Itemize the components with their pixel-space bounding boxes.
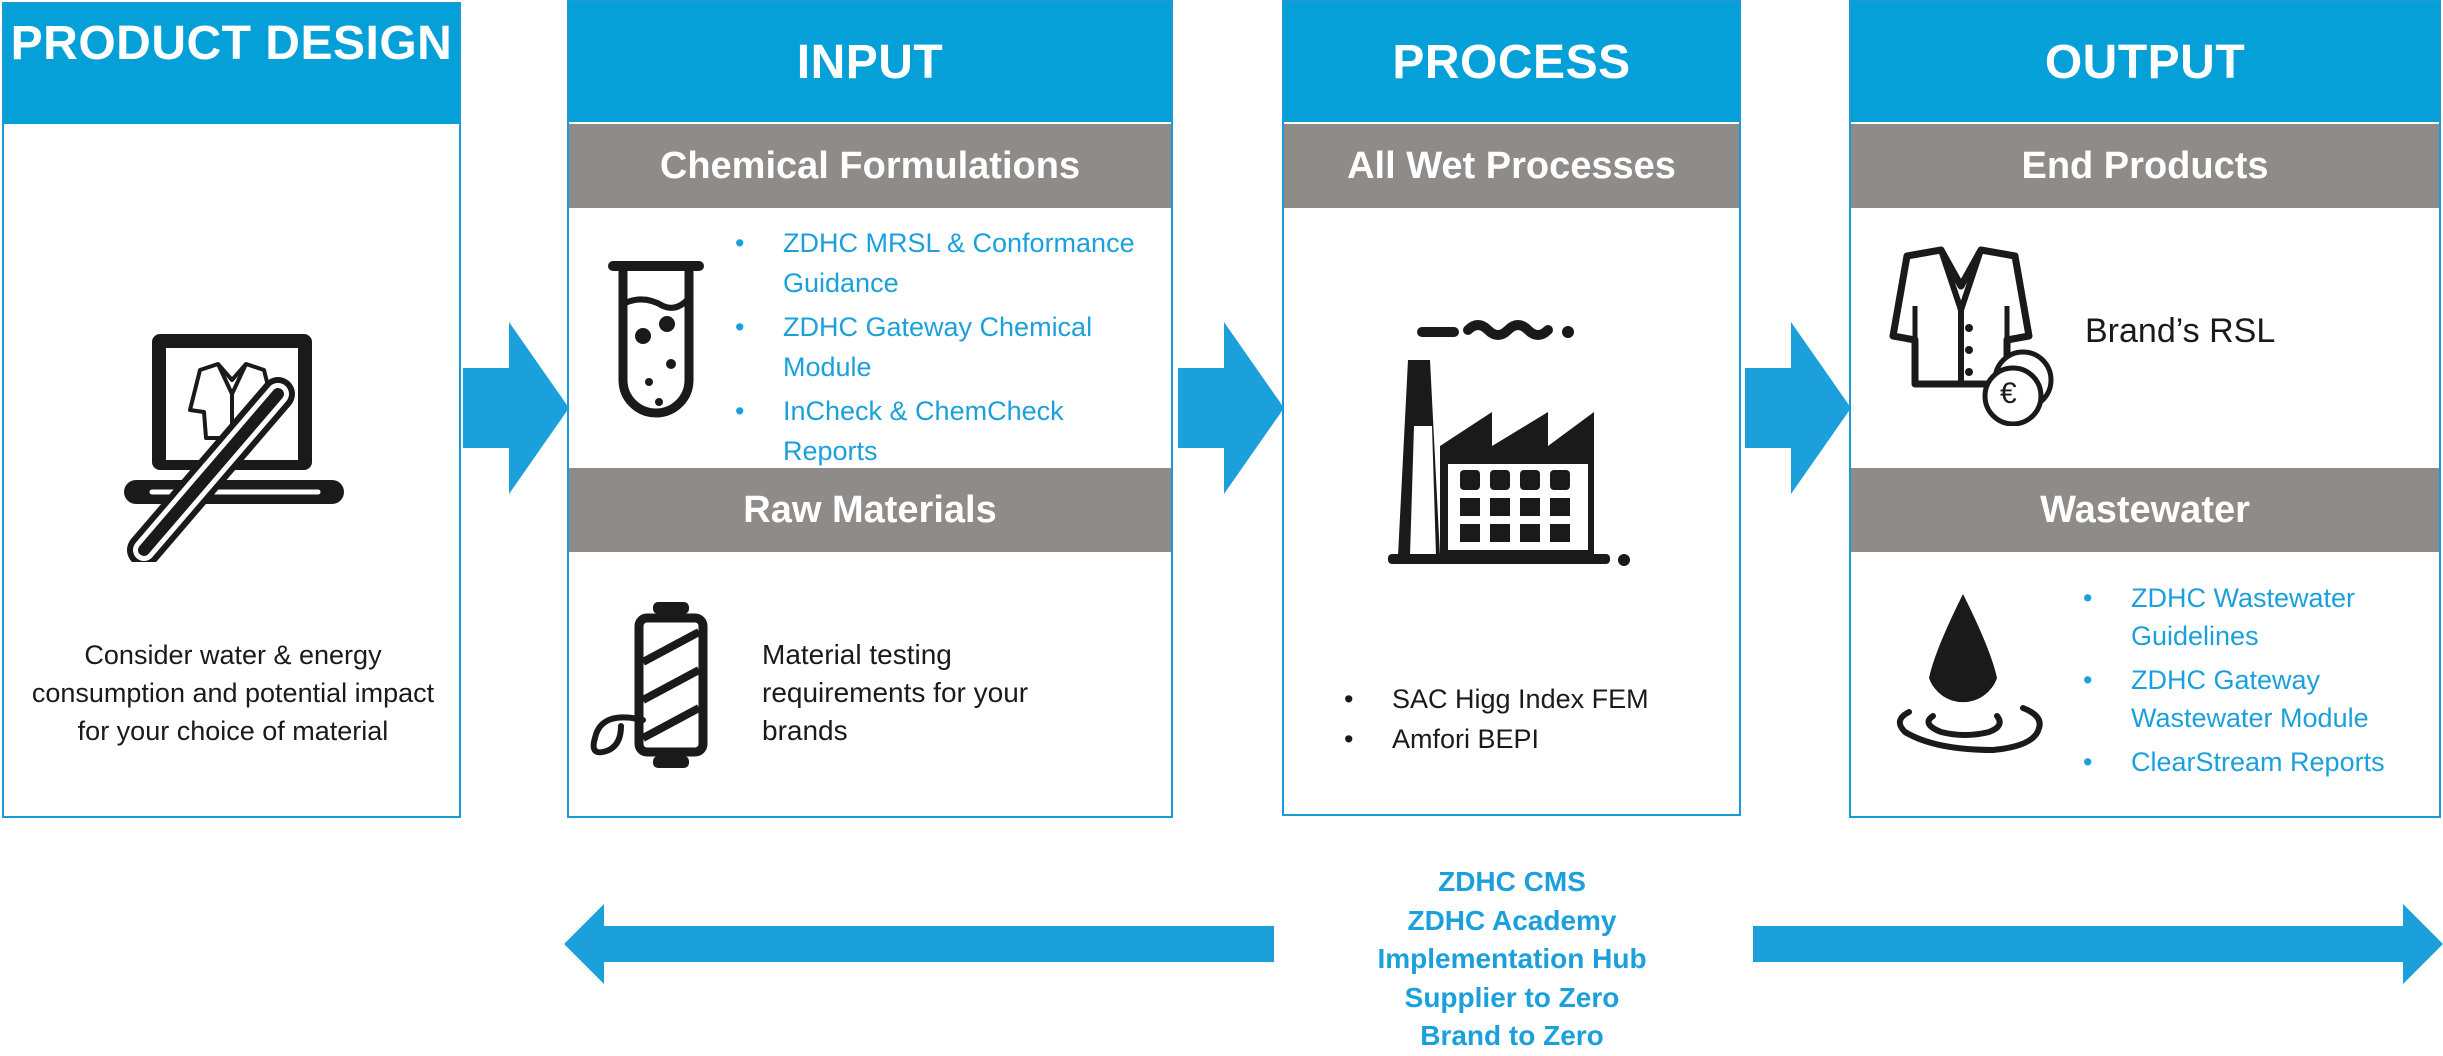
flow-arrow-right-2 — [1178, 322, 1284, 494]
jacket-price-icon: € — [1879, 246, 2079, 426]
product-design-title: PRODUCT DESIGN — [4, 4, 459, 124]
list-item: SAC Higg Index FEM — [1344, 679, 1724, 719]
chemical-formulations-list: ZDHC MRSL & Conformance Guidance ZDHC Ga… — [735, 223, 1155, 471]
tool-item: ZDHC CMS — [1438, 866, 1586, 897]
bottom-arrow-right — [1753, 904, 2443, 984]
process-column: PROCESS All Wet Processes SAC Higg Index… — [1282, 0, 1741, 816]
list-item: Amfori BEPI — [1344, 719, 1724, 759]
list-item: ZDHC Gateway Wastewater Module — [2083, 661, 2433, 737]
product-design-text: Consider water & energy consumption and … — [31, 640, 435, 746]
end-products-subtitle: End Products — [1851, 124, 2439, 208]
raw-materials-text: Material testing requirements for your b… — [762, 639, 1029, 746]
output-title: OUTPUT — [1851, 2, 2439, 122]
tool-item: ZDHC Academy — [1407, 904, 1617, 936]
laptop-jacket-icon — [122, 330, 352, 562]
wastewater-list: ZDHC Wastewater Guidelines ZDHC Gateway … — [2083, 579, 2433, 781]
list-item: ZDHC Wastewater Guidelines — [2083, 579, 2433, 655]
tool-item: Brand to Zero — [1420, 1020, 1604, 1051]
flow-arrow-right-1 — [463, 322, 569, 494]
list-item: InCheck & ChemCheck Reports — [735, 391, 1155, 471]
factory-icon — [1384, 314, 1634, 574]
tool-item: Implementation Hub — [1377, 943, 1647, 974]
product-design-column: PRODUCT DESIGN Consider water & energy c… — [2, 2, 461, 818]
list-item: ZDHC Gateway Chemical Module — [735, 307, 1155, 387]
process-title: PROCESS — [1284, 2, 1739, 122]
test-tube-icon — [603, 254, 713, 426]
flow-arrow-right-3 — [1745, 322, 1851, 494]
zdhc-tools-list: ZDHC CMS ZDHC Academy Implementation Hub… — [1320, 863, 1704, 1056]
wastewater-subtitle: Wastewater — [1851, 468, 2439, 552]
process-list: SAC Higg Index FEM Amfori BEPI — [1344, 679, 1724, 759]
bottom-arrow-left — [564, 904, 1274, 984]
chemical-formulations-subtitle: Chemical Formulations — [569, 124, 1171, 208]
input-column: INPUT Chemical Formulations ZDHC MRSL & … — [567, 0, 1173, 818]
output-column: OUTPUT End Products € Brand’s RSL Wastew… — [1849, 0, 2441, 818]
list-item: ZDHC MRSL & Conformance Guidance — [735, 223, 1155, 303]
thread-spool-icon — [581, 600, 721, 770]
all-wet-processes-subtitle: All Wet Processes — [1284, 124, 1739, 208]
end-products-text: Brand’s RSL — [2085, 312, 2276, 350]
tool-item: Supplier to Zero — [1404, 981, 1620, 1013]
raw-materials-subtitle: Raw Materials — [569, 468, 1171, 552]
input-title: INPUT — [569, 2, 1171, 122]
water-drop-icon — [1879, 590, 2049, 760]
list-item: ClearStream Reports — [2083, 743, 2433, 781]
currency-symbol: € — [2000, 377, 2017, 410]
